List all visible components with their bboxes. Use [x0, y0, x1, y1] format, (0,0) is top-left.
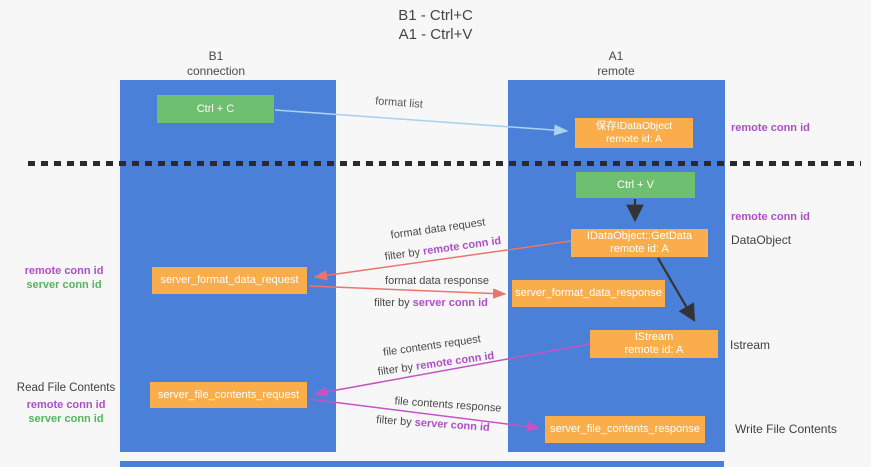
- column-header-b1: B1 connection: [166, 49, 266, 79]
- server-conn-id-text: server conn id: [412, 297, 488, 309]
- ctrl-v-label: Ctrl + V: [617, 178, 654, 191]
- ctrl-c-box: Ctrl + C: [157, 95, 274, 123]
- arrow-format-list: [274, 109, 569, 136]
- filter-by-text: filter by: [374, 297, 410, 309]
- istream-box: IStream remote id: A: [590, 330, 718, 358]
- read-file-contents-annotation: Read File Contents: [16, 382, 116, 394]
- remote-conn-id-text: remote conn id: [24, 265, 104, 277]
- istream-line2: remote id: A: [624, 344, 684, 356]
- dataobject-annotation: DataObject: [731, 233, 792, 247]
- column-a1-name: A1: [608, 49, 624, 63]
- filter-by-server-conn-id-label-1: filter by server conn id: [374, 297, 488, 309]
- arrow-getdata-to-istream: [657, 257, 696, 322]
- remote-conn-id-annotation-mid: remote conn id: [731, 211, 810, 223]
- arrow-file-contents-request: [313, 343, 591, 398]
- bottom-bar: [120, 461, 724, 467]
- save-dataobject-line1: 保存IDataObject: [595, 120, 673, 132]
- write-file-contents-annotation: Write File Contents: [735, 422, 837, 436]
- phase-divider-dashed-line: [28, 161, 861, 166]
- server-format-data-response-label: server_format_data_response: [515, 287, 662, 299]
- arrow-file-contents-response: [308, 398, 541, 432]
- server-file-contents-request-label: server_file_contents_request: [157, 388, 300, 401]
- server-conn-id-text: server conn id: [26, 279, 102, 291]
- arrow-format-data-response: [308, 285, 507, 299]
- arrow-format-data-request: [313, 240, 572, 281]
- column-b1-name: B1: [208, 49, 224, 63]
- server-format-data-request-label: server_format_data_request: [160, 274, 299, 286]
- filter-by-text: filter by: [375, 414, 413, 429]
- diagram-title: B1 - Ctrl+C A1 - Ctrl+V: [0, 6, 871, 44]
- format-data-response-label: format data response: [385, 275, 489, 287]
- getdata-line1: IDataObject::GetData: [586, 230, 693, 242]
- server-file-contents-response-label: server_file_contents_response: [550, 423, 700, 435]
- title-line-1: B1 - Ctrl+C: [398, 7, 473, 24]
- column-a1-subtitle: remote: [597, 64, 635, 78]
- column-header-a1: A1 remote: [566, 49, 666, 79]
- getdata-box: IDataObject::GetData remote id: A: [571, 229, 708, 257]
- server-file-contents-response-box: server_file_contents_response: [545, 416, 705, 443]
- istream-annotation: Istream: [730, 338, 771, 352]
- server-conn-id-text: server conn id: [28, 413, 104, 425]
- save-dataobject-box: 保存IDataObject remote id: A: [575, 118, 693, 148]
- ctrl-c-label: Ctrl + C: [196, 102, 235, 115]
- getdata-line2: remote id: A: [610, 243, 669, 255]
- server-format-data-request-box: server_format_data_request: [152, 267, 307, 294]
- server-file-contents-request-box: server_file_contents_request: [150, 382, 307, 408]
- server-format-data-response-box: server_format_data_response: [512, 280, 665, 307]
- column-b1-subtitle: connection: [186, 64, 246, 78]
- remote-conn-id-annotation-top: remote conn id: [731, 122, 810, 134]
- istream-line1: IStream: [634, 331, 674, 343]
- left-conn-id-group-file: Read File Contents remote conn id server…: [12, 381, 120, 426]
- title-line-2: A1 - Ctrl+V: [398, 26, 473, 43]
- remote-conn-id-text: remote conn id: [26, 399, 106, 411]
- save-dataobject-line2: remote id: A: [605, 133, 663, 145]
- ctrl-v-box: Ctrl + V: [576, 172, 695, 198]
- left-conn-id-group-format: remote conn id server conn id: [18, 264, 110, 292]
